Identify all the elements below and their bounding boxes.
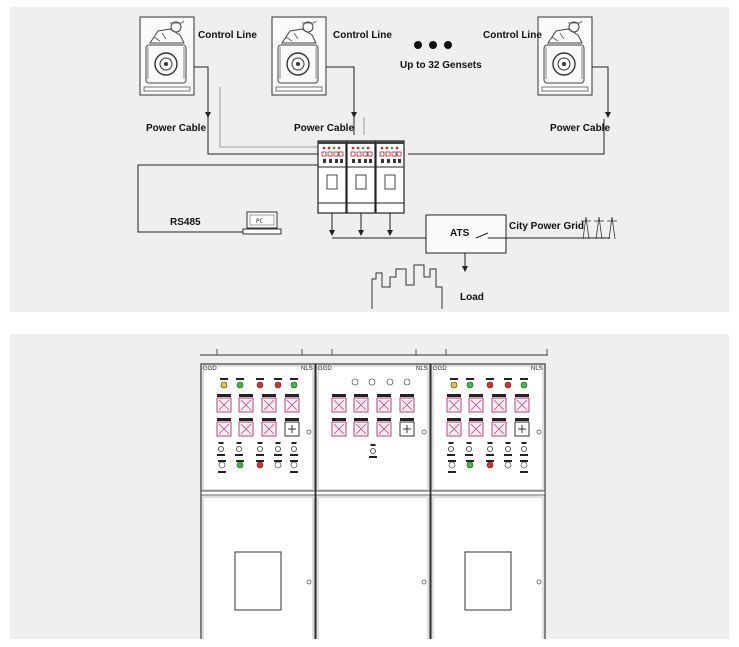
control-line-3 (592, 66, 611, 118)
power-cable-3 (408, 119, 605, 155)
genset-1-icon (139, 16, 195, 96)
city-grid-label: City Power Grid (509, 221, 584, 232)
rs485-line (137, 164, 318, 233)
control-line-2 (326, 66, 357, 118)
system-diagram: Control Line Control Line Control Line P… (137, 16, 617, 309)
cabinet-1-tag-right: NLS (301, 366, 313, 372)
control-line-label-2: Control Line (333, 30, 392, 41)
power-cable-1 (207, 87, 320, 155)
cabinet-2-devices (331, 378, 415, 459)
cabinet-3-devices (446, 378, 530, 473)
cabinet-2-tag-right: NLS (416, 366, 428, 372)
paralleling-cabinets (317, 140, 405, 214)
cabinet-3-tag-right: NLS (531, 366, 543, 372)
cabinet-elevation: GGD NLS GGD NLS GGD NLS (200, 349, 548, 639)
control-line-label-3: Control Line (483, 30, 542, 41)
cabinet-1-devices (216, 378, 300, 473)
cabinet-1-tag-left: GGD (203, 366, 217, 372)
pc-icon (242, 211, 282, 235)
pc-label: PC (256, 218, 264, 225)
power-cable-label-2: Power Cable (294, 123, 354, 134)
indicator-lamps (220, 378, 298, 389)
power-cable-label-3: Power Cable (550, 123, 610, 134)
genset-3-icon (537, 16, 593, 96)
genset-2-icon (271, 16, 327, 96)
load-label: Load (460, 292, 484, 303)
rs485-label: RS485 (170, 217, 201, 228)
load-buildings-icon (371, 264, 443, 309)
ats-label: ATS (450, 228, 470, 239)
ats-box (425, 214, 507, 254)
cabinet-elevation-panel: GGD NLS GGD NLS GGD NLS (10, 334, 729, 639)
power-cable-label-1: Power Cable (146, 123, 206, 134)
ellipsis-dot-icon (414, 41, 422, 49)
gensets-count-label: Up to 32 Gensets (400, 60, 482, 71)
control-line-1 (194, 66, 211, 118)
power-pylon-icon (581, 216, 617, 240)
cabinet-2-tag-left: GGD (318, 366, 332, 372)
control-line-label-1: Control Line (198, 30, 257, 41)
system-diagram-panel: Control Line Control Line Control Line P… (10, 7, 729, 312)
cabinet-3-tag-left: GGD (433, 366, 447, 372)
